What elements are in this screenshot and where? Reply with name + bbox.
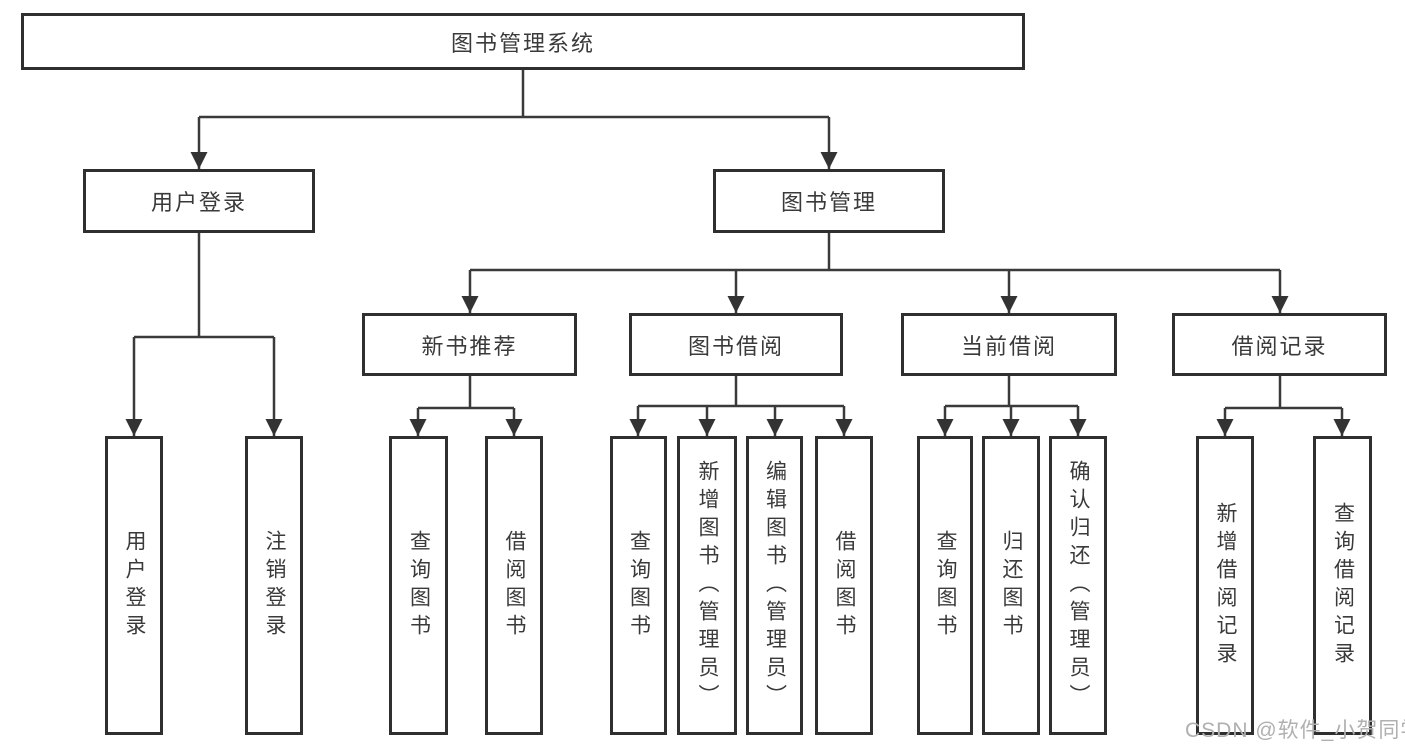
connector-new-books-to-leaves [409,376,523,436]
node-new-books: 新书推荐 [362,313,577,376]
leaf-borrowing-borrow-books: 借阅图书 [815,436,873,735]
connector-current-to-leaves [936,376,1087,436]
leaf-records-query-record: 查询借阅记录 [1313,436,1372,735]
node-root: 图书管理系统 [21,13,1025,70]
leaf-newbooks-borrow-books: 借阅图书 [485,436,543,735]
leaf-current-return-books: 归还图书 [982,436,1040,735]
node-current-borrowing: 当前借阅 [901,313,1117,376]
leaf-borrowing-edit-books-admin: 编辑图书（管理员） [746,436,803,735]
watermark: CSDN @软件_小贺同学 [1185,719,1405,742]
leaf-newbooks-query-books: 查询图书 [389,436,448,735]
leaf-current-query-books: 查询图书 [917,436,973,735]
leaf-records-add-record: 新增借阅记录 [1196,436,1254,735]
connector-records-to-leaves [1216,376,1351,436]
connector-book-mgmt-to-level3 [461,233,1289,313]
leaf-logout: 注销登录 [245,436,303,735]
node-borrow-records: 借阅记录 [1172,313,1387,376]
leaf-current-confirm-return-admin: 确认归还（管理员） [1049,436,1107,735]
connector-root-to-level2 [190,69,838,169]
node-user-login: 用户登录 [83,169,315,233]
node-book-mgmt: 图书管理 [713,169,945,233]
leaf-borrowing-query-books: 查询图书 [610,436,667,735]
leaf-borrowing-add-books-admin: 新增图书（管理员） [677,436,737,735]
leaf-user-login: 用户登录 [105,436,163,735]
connector-user-login-to-leaves [125,233,283,436]
node-book-borrowing: 图书借阅 [629,313,843,376]
connector-borrowing-to-leaves [629,376,853,436]
